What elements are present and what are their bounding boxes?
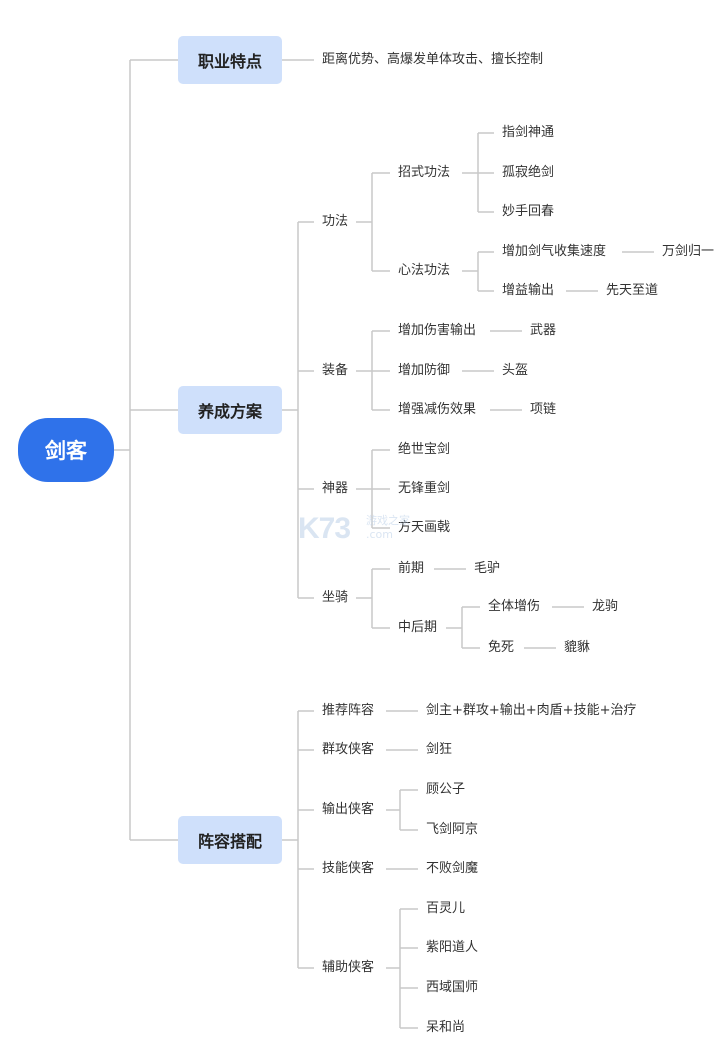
watermark-domain: .com — [366, 528, 393, 541]
node-xinfa: 心法功法 — [398, 263, 451, 278]
node-recommend: 推荐阵容 — [322, 703, 375, 718]
features-text: 距离优势、高爆发单体攻击、擅长控制 — [322, 52, 544, 67]
support-item: 紫阳道人 — [426, 940, 479, 955]
mount-early: 前期 — [398, 561, 425, 576]
xinfa-a-value: 万剑归一 — [662, 244, 715, 259]
node-skill: 技能侠客 — [322, 861, 375, 876]
node-artifact: 神器 — [322, 481, 349, 496]
mount-early-value: 毛驴 — [474, 561, 501, 576]
equipment-effect: 增强减伤效果 — [398, 402, 477, 417]
zhaoshi-item: 孤寂绝剑 — [502, 165, 555, 180]
node-mount: 坐骑 — [322, 590, 349, 605]
root-node: 剑客 — [18, 418, 114, 482]
support-item: 西域国师 — [426, 980, 479, 995]
category-cultivation-plan: 养成方案 — [178, 386, 282, 434]
support-item: 百灵儿 — [426, 901, 466, 916]
mount-late-b: 免死 — [488, 640, 515, 655]
node-output: 输出侠客 — [322, 802, 375, 817]
node-equipment: 装备 — [322, 363, 349, 378]
equipment-effect: 增加防御 — [398, 363, 451, 378]
mount-late-a: 全体增伤 — [488, 599, 541, 614]
support-item: 呆和尚 — [426, 1020, 466, 1035]
equipment-item: 武器 — [530, 323, 557, 338]
zhaoshi-item: 妙手回春 — [502, 204, 555, 219]
watermark-sub: 游戏之家 — [366, 514, 410, 527]
artifact-item: 绝世宝剑 — [398, 442, 451, 457]
mount-late-a-value: 龙驹 — [592, 599, 619, 614]
equipment-item: 头盔 — [502, 363, 529, 378]
output-item: 飞剑阿京 — [426, 822, 479, 837]
aoe-value: 剑狂 — [426, 742, 453, 757]
artifact-item: 方天画戟 — [398, 520, 451, 535]
xinfa-b-value: 先天至道 — [606, 283, 659, 298]
skill-value: 不败剑魔 — [426, 861, 479, 876]
output-item: 顾公子 — [426, 782, 466, 797]
watermark-brand: K73 — [298, 512, 351, 545]
mount-late-b-value: 貔貅 — [564, 640, 591, 655]
node-gongfa: 功法 — [322, 214, 349, 229]
mount-late: 中后期 — [398, 620, 438, 635]
xinfa-a-label: 增加剑气收集速度 — [502, 244, 607, 259]
xinfa-b-label: 增益输出 — [502, 283, 555, 298]
category-lineup: 阵容搭配 — [178, 816, 282, 864]
node-support: 辅助侠客 — [322, 960, 375, 975]
watermark-logo: K73 游戏之家 .com — [298, 512, 428, 548]
artifact-item: 无锋重剑 — [398, 481, 451, 496]
equipment-item: 项链 — [530, 402, 557, 417]
node-aoe: 群攻侠客 — [322, 742, 375, 757]
category-career-traits: 职业特点 — [178, 36, 282, 84]
equipment-effect: 增加伤害输出 — [398, 323, 477, 338]
zhaoshi-item: 指剑神通 — [502, 125, 555, 140]
node-zhaoshi: 招式功法 — [398, 165, 451, 180]
recommend-value: 剑主+群攻+输出+肉盾+技能+治疗 — [426, 703, 637, 718]
